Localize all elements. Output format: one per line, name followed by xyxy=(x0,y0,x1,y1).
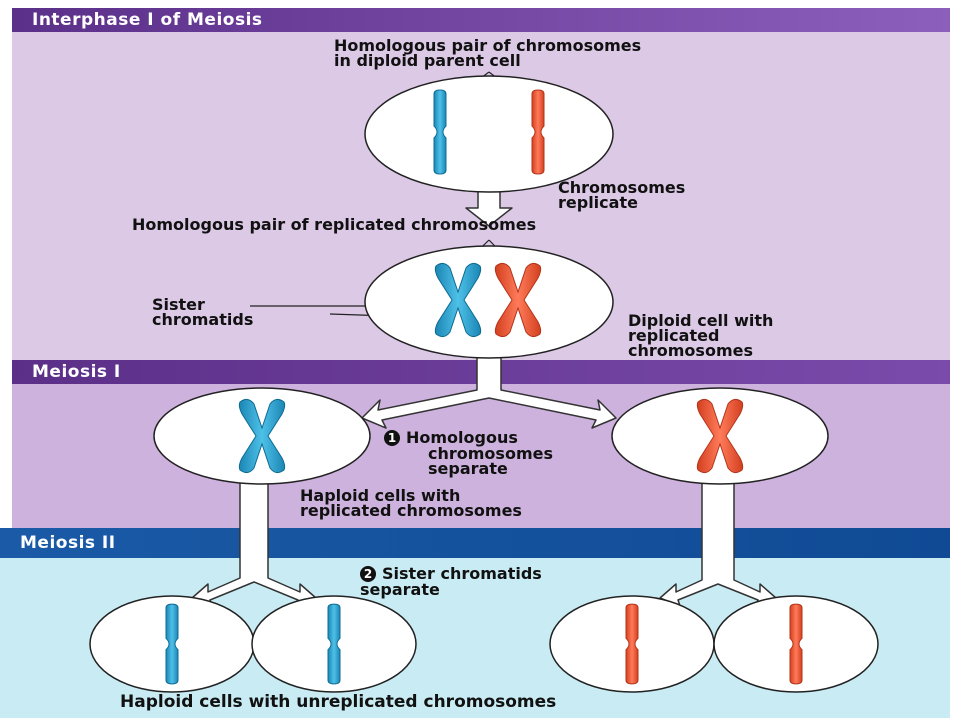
meiosis2-header: Meiosis II xyxy=(0,528,950,558)
label-step1-2: chromosomes xyxy=(428,444,553,463)
label-homologous-pair-1: Homologous pair of chromosomes xyxy=(334,36,642,55)
label-replicate-1: Chromosomes xyxy=(558,178,686,197)
label-homologous-pair-2: in diploid parent cell xyxy=(334,51,521,70)
label-replicated-pair: Homologous pair of replicated chromosome… xyxy=(132,215,537,234)
label-step1-3: separate xyxy=(428,459,508,478)
label-step2-2: separate xyxy=(360,580,440,599)
label-haploid-rep-2: replicated chromosomes xyxy=(300,501,522,520)
label-haploid-unrep: Haploid cells with unreplicated chromoso… xyxy=(120,692,557,712)
label-step1-1: 1 Homologous xyxy=(384,430,518,446)
arrows xyxy=(191,181,777,607)
label-diploid-2: replicated xyxy=(628,326,720,345)
label-step2-1: 2 Sister chromatids xyxy=(360,566,542,582)
label-haploid-rep-1: Haploid cells with xyxy=(300,486,461,505)
step1-number: 1 xyxy=(384,430,400,446)
step2-number: 2 xyxy=(360,566,376,582)
label-replicate-2: replicate xyxy=(558,193,638,212)
step2-text: Sister chromatids xyxy=(382,564,542,583)
label-sister-2: chromatids xyxy=(152,310,254,329)
step1-text: Homologous xyxy=(406,428,518,447)
interphase-header: Interphase I of Meiosis xyxy=(12,8,950,32)
label-sister-1: Sister xyxy=(152,295,205,314)
label-diploid-1: Diploid cell with xyxy=(628,311,774,330)
label-diploid-3: chromosomes xyxy=(628,341,753,360)
